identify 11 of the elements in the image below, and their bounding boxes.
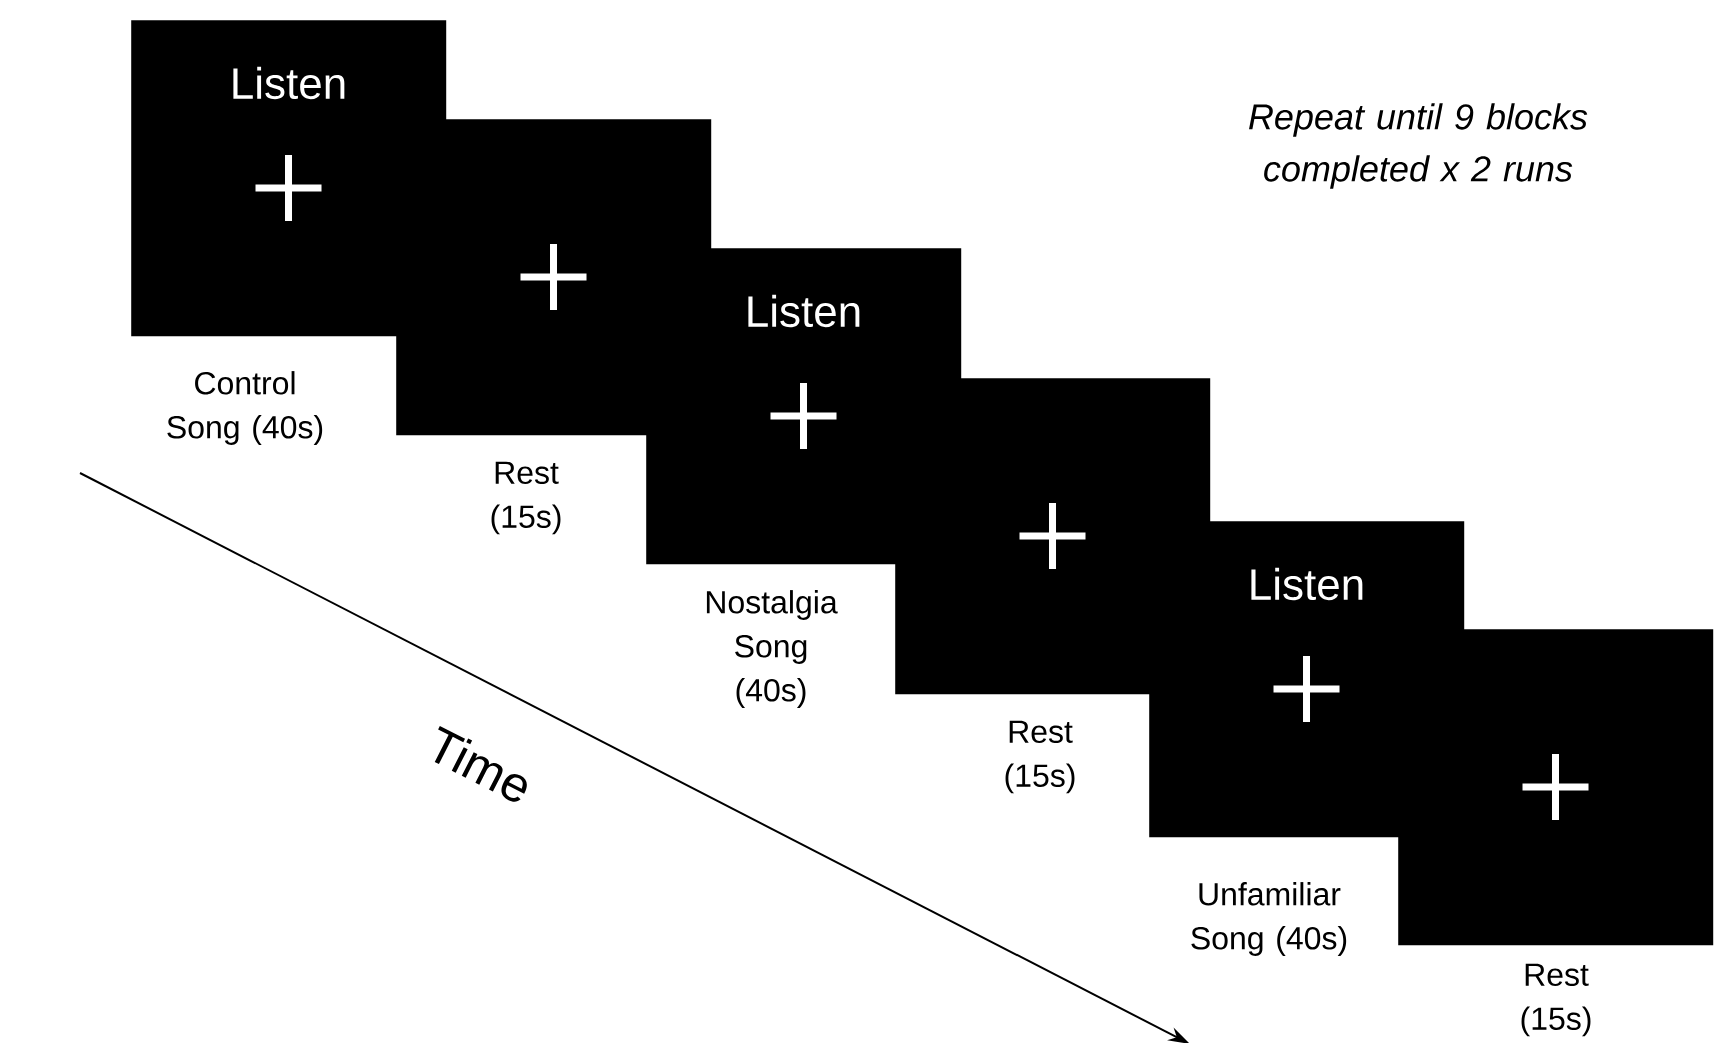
condition-caption: Unfamiliar Song (40s) — [1191, 882, 1347, 956]
screen-label: Listen — [748, 294, 860, 328]
screen-label: Listen — [233, 66, 345, 100]
condition-caption: Nostalgia Song (40s) — [706, 590, 838, 708]
screen-label: Listen — [1251, 567, 1363, 601]
condition-caption: Control Song (40s) — [167, 371, 323, 445]
condition-caption: Rest (15s) — [491, 461, 561, 535]
note-text: Repeat until 9 blocks completed x 2 runs — [1249, 103, 1588, 189]
condition-caption: Rest (15s) — [1521, 963, 1591, 1037]
condition-caption: Rest (15s) — [1005, 720, 1075, 794]
axis-label: Time — [434, 726, 527, 802]
